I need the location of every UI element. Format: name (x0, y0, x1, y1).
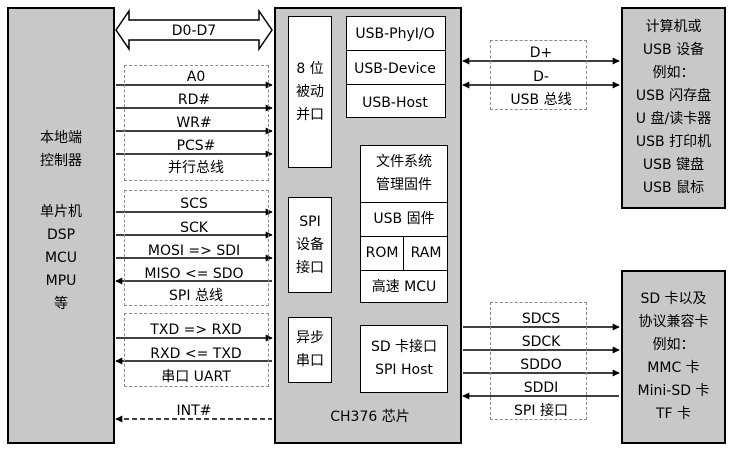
usb-bus-label: USB 总线 (510, 92, 572, 108)
usb-firmware: USB 固件 (373, 211, 435, 227)
usb-mode-device: USB-Device (354, 61, 436, 77)
sd-card-line-5: Mini-SD 卡 (637, 383, 710, 399)
signal-rd: RD# (177, 92, 211, 108)
controller-type-line-5: 等 (54, 296, 68, 312)
spi-bus-group (124, 190, 269, 306)
usb-device-line-2: USB 设备 (642, 42, 705, 58)
usb-device-line-8: USB 鼠标 (642, 180, 705, 196)
signal-sdck: SDCK (521, 334, 561, 350)
data-bus-arrow (115, 8, 273, 52)
signal-pcs: PCS# (176, 138, 216, 154)
signal-sdcs: SDCS (521, 311, 561, 327)
signal-sddo: SDDO (520, 357, 562, 373)
sd-card-line-1: SD 卡以及 (640, 291, 707, 307)
parallel-port-block: 8 位 被动 并口 (288, 16, 332, 168)
signal-mosi: MOSI => SDI (147, 243, 241, 259)
uart-block-line-2: 串口 (296, 353, 324, 369)
spi-device-line-1: SPI (299, 213, 321, 230)
sd-interface-block: SD 卡接口 SPI Host (360, 325, 448, 393)
sd-card-line-6: TF 卡 (655, 406, 692, 422)
parallel-port-line-3: 并口 (296, 106, 324, 123)
signal-a0: A0 (186, 69, 206, 85)
signal-miso: MISO <= SDO (144, 266, 244, 282)
usb-device-block: 计算机或 USB 设备 例如： USB 闪存盘 U 盘/读卡器 USB 打印机 … (621, 7, 726, 209)
signal-sddi: SDDI (523, 380, 559, 396)
signal-sck: SCK (180, 220, 208, 236)
rom-label: ROM (365, 245, 399, 261)
spi-bus-label: SPI 总线 (169, 288, 223, 304)
controller-type-line-2: DSP (46, 227, 76, 243)
spi-device-block: SPI 设备 接口 (288, 197, 332, 293)
chip-name: CH376 芯片 (330, 409, 410, 425)
usb-device-line-4: USB 闪存盘 (635, 88, 712, 104)
controller-title-line-2: 控制器 (40, 153, 82, 169)
sd-card-line-4: MMC 卡 (647, 360, 700, 376)
uart-block-line-1: 异步 (296, 330, 324, 346)
usb-modes-block: USB-PhyI/O USB-Device USB-Host (346, 16, 446, 118)
fs-firmware-line-1: 文件系统 (376, 154, 432, 170)
usb-mode-host: USB-Host (362, 95, 428, 111)
signal-txd: TXD => RXD (150, 322, 242, 338)
sd-bus-label: SPI 接口 (514, 403, 568, 419)
controller-type-line-4: MPU (45, 273, 77, 289)
local-controller-block: 本地端 控制器 单片机 DSP MCU MPU 等 (7, 7, 115, 444)
data-bus-label: D0-D7 (171, 23, 217, 39)
uart-block: 异步 串口 (288, 317, 332, 383)
parallel-port-line-2: 被动 (296, 83, 324, 100)
sd-interface-line-1: SD 卡接口 (370, 339, 438, 355)
controller-type-line-1: 单片机 (40, 204, 82, 220)
spi-device-line-2: 设备 (296, 236, 324, 253)
sd-card-line-2: 协议兼容卡 (638, 314, 709, 330)
usb-device-line-1: 计算机或 (645, 19, 702, 35)
parallel-bus-group (124, 65, 269, 181)
sd-card-line-3: 例如： (652, 337, 695, 353)
ram-label: RAM (410, 245, 442, 261)
sd-interface-line-2: SPI Host (375, 362, 433, 378)
usb-bus-group (490, 40, 587, 110)
signal-scs: SCS (180, 196, 208, 212)
usb-device-line-6: USB 打印机 (635, 134, 712, 150)
parallel-bus-label: 并行总线 (168, 160, 224, 176)
parallel-port-line-1: 8 位 (296, 60, 324, 77)
sd-card-block: SD 卡以及 协议兼容卡 例如： MMC 卡 Mini-SD 卡 TF 卡 (621, 270, 726, 444)
controller-type-line-3: MCU (44, 250, 78, 266)
firmware-block: 文件系统 管理固件 USB 固件 ROM RAM 高速 MCU (360, 145, 448, 303)
controller-title-line-1: 本地端 (40, 130, 82, 146)
sd-bus-group (490, 302, 587, 420)
mcu-label: 高速 MCU (371, 279, 437, 295)
usb-device-line-3: 例如： (652, 65, 695, 81)
signal-rxd: RXD <= TXD (150, 346, 242, 362)
signal-int: INT# (176, 403, 212, 419)
spi-device-line-3: 接口 (296, 259, 324, 276)
fs-firmware-line-2: 管理固件 (376, 177, 432, 193)
usb-device-line-7: USB 键盘 (642, 157, 705, 173)
usb-mode-phyio: USB-PhyI/O (355, 26, 435, 42)
uart-bus-group (124, 313, 269, 387)
uart-bus-label: 串口 UART (161, 369, 231, 385)
signal-dplus: D+ (529, 45, 553, 61)
signal-dminus: D- (533, 69, 549, 85)
signal-wr: WR# (176, 115, 212, 131)
usb-device-line-5: U 盘/读卡器 (635, 111, 712, 127)
